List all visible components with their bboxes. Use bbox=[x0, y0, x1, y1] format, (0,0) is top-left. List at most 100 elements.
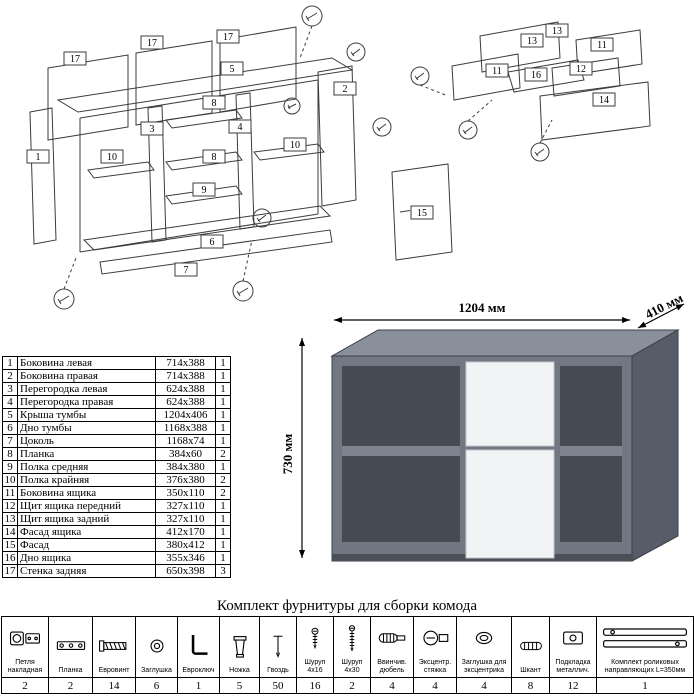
callout-label: 11 bbox=[590, 37, 614, 52]
callout-label: 10 bbox=[283, 137, 307, 152]
screw-4x30-icon bbox=[334, 617, 370, 659]
part-qty: 2 bbox=[215, 473, 231, 487]
part-name: Полка крайняя bbox=[17, 473, 156, 487]
part-size: 1204x406 bbox=[155, 408, 216, 422]
callout-label: 4 bbox=[228, 119, 252, 134]
svg-text:2: 2 bbox=[343, 84, 348, 95]
callout-label: 17 bbox=[216, 29, 240, 44]
part-num: 16 bbox=[2, 551, 18, 565]
metal-washer-icon bbox=[550, 617, 596, 659]
dresser-body bbox=[330, 329, 680, 562]
hw-item-qty: 6 bbox=[135, 677, 178, 695]
hw-item-label: Шкант bbox=[520, 667, 541, 675]
callout-label: 2 bbox=[333, 81, 357, 96]
hw-item-qty: 12 bbox=[549, 677, 597, 695]
callout-label: 7 bbox=[174, 262, 198, 277]
depth-dimension: 410 мм bbox=[643, 296, 686, 322]
part-size: 327x110 bbox=[155, 512, 216, 526]
screw-callout-icon bbox=[346, 42, 366, 62]
hw-item-qty: 2 bbox=[1, 677, 49, 695]
callout-label: 13 bbox=[520, 33, 544, 48]
part-name: Боковина ящика bbox=[17, 486, 156, 500]
part-size: 384x60 bbox=[155, 447, 216, 461]
part-qty: 1 bbox=[215, 551, 231, 565]
callout-label: 11 bbox=[485, 63, 509, 78]
part-num: 15 bbox=[2, 538, 18, 552]
part-name: Щит ящика передний bbox=[17, 499, 156, 513]
svg-text:17: 17 bbox=[223, 32, 233, 43]
callout-label: 17 bbox=[63, 51, 87, 66]
hw-item: Гвоздь bbox=[259, 615, 297, 679]
part-name: Щит ящика задний bbox=[17, 512, 156, 526]
part-qty: 1 bbox=[215, 538, 231, 552]
part-size: 714x388 bbox=[155, 369, 216, 383]
part-qty: 1 bbox=[215, 356, 231, 370]
callout-label: 16 bbox=[524, 67, 548, 82]
hw-item: Заглушка bbox=[135, 615, 178, 679]
hw-item-label: Евроключ bbox=[182, 667, 215, 675]
leg-icon bbox=[220, 625, 259, 667]
svg-text:3: 3 bbox=[150, 124, 155, 135]
cam-cover-icon bbox=[457, 617, 511, 659]
callout-label: 6 bbox=[200, 234, 224, 249]
svg-text:9: 9 bbox=[202, 185, 207, 196]
hw-item-label: Гвоздь bbox=[267, 667, 289, 675]
left-shelf bbox=[342, 446, 460, 456]
assembled-dresser-render: 1204 мм 410 мм 730 мм bbox=[280, 296, 686, 562]
hw-item-qty: 4 bbox=[456, 677, 512, 695]
screw-callout-icon bbox=[530, 142, 550, 162]
hw-item-qty: 4 bbox=[370, 677, 414, 695]
part-size: 650x398 bbox=[155, 564, 216, 578]
part-size: 412x170 bbox=[155, 525, 216, 539]
right-shelf bbox=[560, 446, 622, 456]
part-name: Дно тумбы bbox=[17, 421, 156, 435]
svg-text:17: 17 bbox=[70, 54, 80, 65]
part-qty: 1 bbox=[215, 512, 231, 526]
part-callouts: 17 17 17 5 1 3 10 8 4 2 10 8 9 6 7 15 13… bbox=[26, 23, 616, 277]
part-size: 350x110 bbox=[155, 486, 216, 500]
part-size: 624x388 bbox=[155, 382, 216, 396]
hw-item-label: Эксцентр. стяжка bbox=[418, 659, 452, 675]
part-num: 2 bbox=[2, 369, 18, 383]
svg-text:12: 12 bbox=[576, 64, 586, 75]
svg-text:4: 4 bbox=[238, 122, 243, 133]
hw-item-label: Ножка bbox=[229, 667, 250, 675]
drawer-front bbox=[465, 361, 555, 447]
part-num: 4 bbox=[2, 395, 18, 409]
part-name: Дно ящика bbox=[17, 551, 156, 565]
svg-text:13: 13 bbox=[552, 26, 562, 37]
part-size: 714x388 bbox=[155, 356, 216, 370]
nail-icon bbox=[260, 625, 296, 667]
part-num: 7 bbox=[2, 434, 18, 448]
hardware-callouts bbox=[53, 5, 550, 310]
part-num: 5 bbox=[2, 408, 18, 422]
hw-item: Шуруп 4x30 bbox=[333, 615, 371, 679]
hw-item-qty: 1 bbox=[177, 677, 220, 695]
screw-callout-icon bbox=[458, 120, 478, 140]
hw-item: Петля накладная bbox=[1, 615, 49, 679]
part-name: Полка средняя bbox=[17, 460, 156, 474]
part-num: 10 bbox=[2, 473, 18, 487]
part-name: Крыша тумбы bbox=[17, 408, 156, 422]
part-name: Фасад bbox=[17, 538, 156, 552]
part-qty: 1 bbox=[215, 499, 231, 513]
part-name: Цоколь bbox=[17, 434, 156, 448]
hw-item-qty: 5 bbox=[219, 677, 260, 695]
callout-label: 8 bbox=[202, 149, 226, 164]
hw-item-label: Комплект роликовых направляющих L=350мм bbox=[604, 659, 686, 675]
svg-text:17: 17 bbox=[147, 38, 157, 49]
exploded-assembly-diagram: 17 17 17 5 1 3 10 8 4 2 10 8 9 6 7 15 13… bbox=[26, 5, 651, 310]
part-qty: 2 bbox=[215, 447, 231, 461]
hw-item-qty: 50 bbox=[259, 677, 297, 695]
screw-callout-icon bbox=[53, 288, 75, 310]
hw-item-label: Шуруп 4x16 bbox=[304, 659, 326, 675]
part-qty: 1 bbox=[215, 434, 231, 448]
svg-text:10: 10 bbox=[107, 152, 117, 163]
